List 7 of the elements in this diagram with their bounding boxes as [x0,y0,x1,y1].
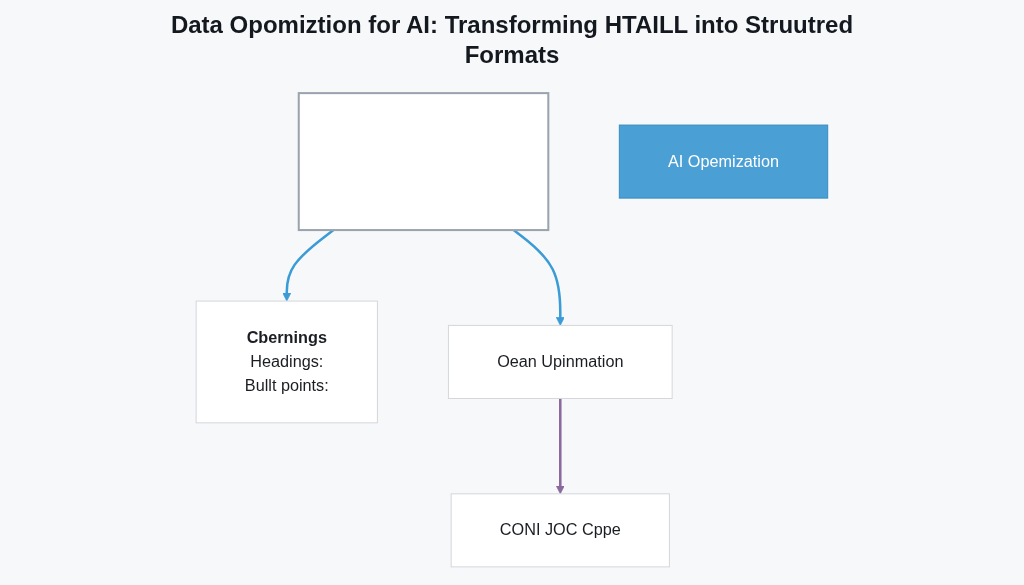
arrow [555,398,565,495]
node-box [297,92,550,232]
title: Data Opomiztion for AI: Transforming HTAILL into Struutred Formats [170,10,854,70]
node-box: AI Opemization [618,124,829,199]
node-box: CONI JOC Cppe [450,493,670,568]
node-box: Oean Upinmation [448,324,673,399]
node-box: Cbernings Headings: Bullt points: [195,300,379,424]
